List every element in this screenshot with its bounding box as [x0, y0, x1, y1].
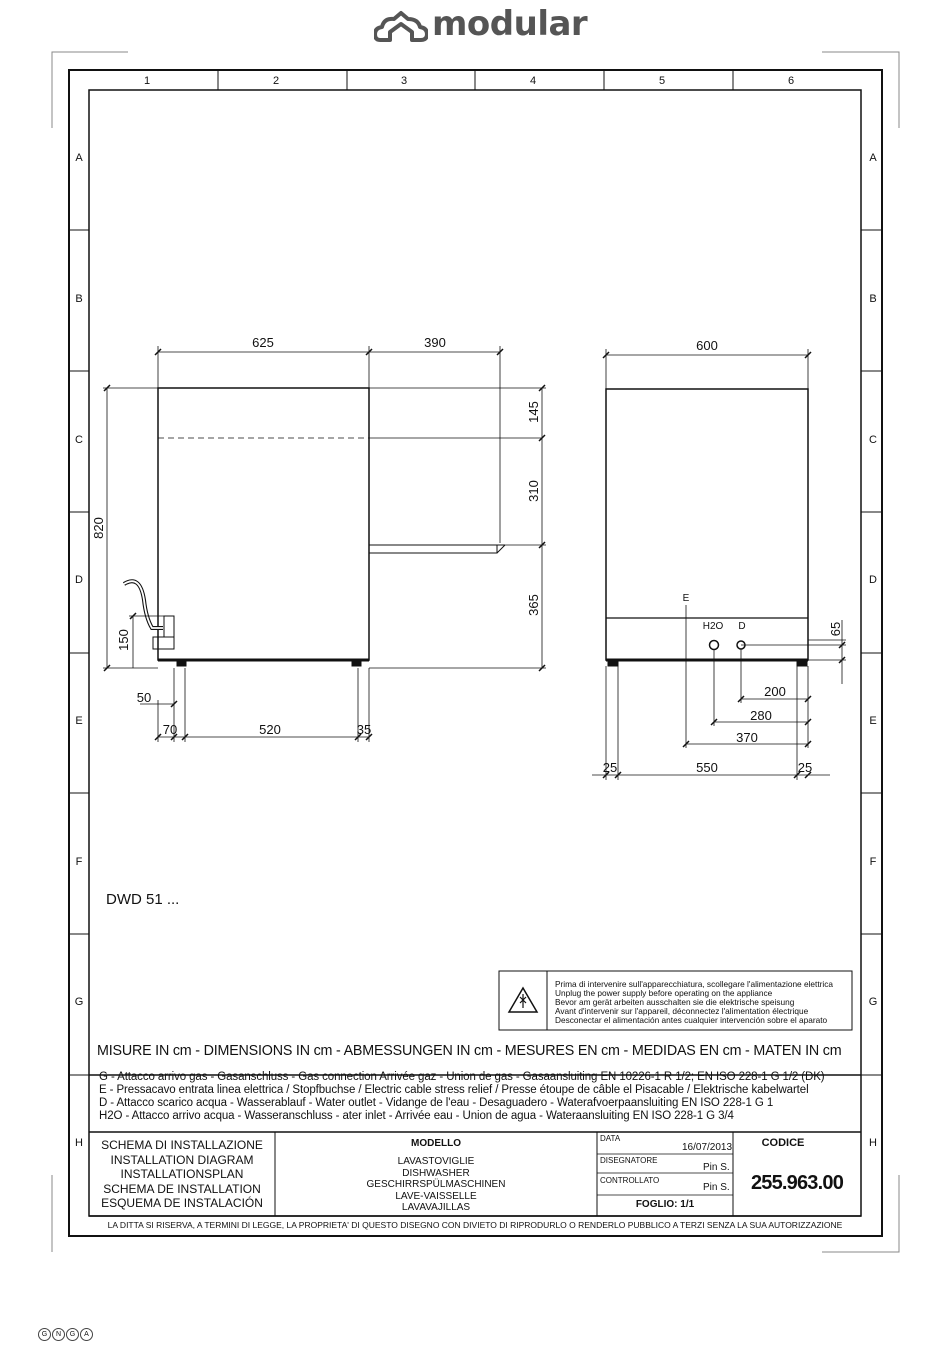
disegnatore-value: Pin S.: [703, 1162, 730, 1173]
model-label: DWD 51 ...: [106, 891, 179, 908]
warning-text: Prima di intervenire sull'apparecchiatur…: [555, 980, 833, 1025]
row-label: C: [869, 434, 877, 446]
dimension-label: 310: [526, 480, 541, 502]
dimension-label: 25: [603, 760, 617, 775]
dimension-label: 625: [252, 335, 274, 350]
column-label: 3: [401, 75, 407, 87]
units-line: MISURE IN cm - DIMENSIONS IN cm - ABMESS…: [97, 1043, 842, 1059]
dimension-label: 280: [750, 708, 772, 723]
dimension-label: 550: [696, 760, 718, 775]
column-label: 5: [659, 75, 665, 87]
dimension-label: 65: [828, 622, 843, 636]
row-label: B: [869, 293, 876, 305]
dimension-label: 820: [91, 517, 106, 539]
dimension-label: 35: [357, 722, 371, 737]
column-label: 2: [273, 75, 279, 87]
brand-logo: modular: [432, 4, 588, 44]
row-label: F: [870, 856, 877, 868]
modello-names: LAVASTOVIGLIE DISHWASHER GESCHIRRSPÜLMAS…: [277, 1156, 595, 1214]
scheme-line: INSTALLATIONSPLAN: [120, 1167, 244, 1182]
footer-mark-g: G: [38, 1328, 51, 1341]
dimension-label: 390: [424, 335, 446, 350]
warning-line: Avant d'intervenir sur l'appareil, décon…: [555, 1006, 809, 1016]
row-label: A: [869, 152, 877, 164]
dimension-label: 365: [526, 594, 541, 616]
row-label: H: [869, 1137, 877, 1149]
h2o-inlet-marker: [708, 639, 720, 651]
modello-line: LAVASTOVIGLIE: [397, 1156, 475, 1167]
row-label: B: [75, 293, 82, 305]
dimension-label: 600: [696, 338, 718, 353]
controllato-value: Pin S.: [703, 1182, 730, 1193]
warning-line: Desconectar el alimentación antes cualqu…: [555, 1015, 828, 1025]
controllato-label: CONTROLLATO: [600, 1176, 660, 1185]
footer-mark-n: N: [52, 1328, 65, 1341]
row-label: H: [75, 1137, 83, 1149]
dimension-label: 50: [137, 690, 151, 705]
cloud-house-logo-icon: [374, 11, 428, 42]
grid-ticks: [69, 70, 882, 1076]
codice-label: CODICE: [761, 1137, 805, 1149]
modello-line: LAVE-VAISSELLE: [395, 1190, 477, 1202]
dimension-label: 70: [163, 722, 177, 737]
warning-box: [498, 970, 853, 1031]
warning-triangle-icon: [507, 986, 539, 1013]
scheme-title: SCHEMA DI INSTALLAZIONE INSTALLATION DIA…: [91, 1138, 273, 1211]
modello-line: DISHWASHER: [402, 1167, 470, 1179]
connection-label-h2o: H2O: [703, 621, 724, 632]
side-view-door: [368, 544, 498, 554]
data-value: 16/07/2013: [682, 1142, 733, 1153]
dimension-label: 200: [764, 684, 786, 699]
column-label: 6: [788, 75, 794, 87]
modello-label: MODELLO: [411, 1138, 461, 1149]
data-label: DATA: [600, 1134, 621, 1143]
row-label: F: [76, 856, 83, 868]
column-label: 1: [144, 75, 150, 87]
row-label: D: [869, 574, 877, 586]
warning-line: Prima di intervenire sull'apparecchiatur…: [555, 979, 834, 989]
connection-label-d: D: [738, 621, 745, 632]
footer-mark-a: A: [80, 1328, 93, 1341]
row-label: C: [75, 434, 83, 446]
crop-marks: [51, 51, 900, 1253]
dimension-label: 25: [798, 760, 812, 775]
warning-line: Bevor am gerät arbeiten ausschalten sie …: [555, 997, 795, 1007]
row-label: G: [75, 996, 84, 1008]
row-label: E: [75, 715, 82, 727]
dimension-label: 520: [259, 722, 281, 737]
disclaimer: LA DITTA SI RISERVA, A TERMINI DI LEGGE,…: [107, 1220, 843, 1230]
column-label: 4: [530, 75, 536, 87]
footer-mark-g: G: [66, 1328, 79, 1341]
footer-marks: G N G A: [38, 1328, 93, 1341]
dimension-label: 145: [526, 401, 541, 423]
legend-line-water: H2O - Attacco arrivo acqua - Wasseransch…: [99, 1110, 734, 1122]
legend-line-gas: G - Attacco arrivo gas - Gasanschluss - …: [99, 1071, 825, 1083]
front-view-body: [605, 388, 809, 661]
connection-label-e: E: [683, 593, 690, 604]
modello-line: LAVAVAJILLAS: [401, 1202, 471, 1213]
scheme-line: SCHEMA DE INSTALLATION: [103, 1181, 261, 1196]
outer-frame: [68, 69, 883, 1237]
dimension-label: 370: [736, 730, 758, 745]
legend-line-drain: D - Attacco scarico acqua - Wasserablauf…: [99, 1097, 774, 1109]
scheme-line: INSTALLATION DIAGRAM: [110, 1152, 254, 1167]
side-view: [103, 346, 546, 742]
foglio: FOGLIO: 1/1: [635, 1199, 695, 1210]
row-label: D: [75, 574, 83, 586]
row-label: G: [869, 996, 878, 1008]
disegnatore-label: DISEGNATORE: [600, 1156, 658, 1165]
row-label: E: [869, 715, 876, 727]
codice-value: 255.963.00: [750, 1172, 844, 1194]
front-view: [592, 349, 846, 780]
modello-line: GESCHIRRSPÜLMASCHINEN: [366, 1179, 506, 1190]
side-view-body: [157, 387, 370, 661]
scheme-line: ESQUEMA DE INSTALACIÓN: [101, 1196, 263, 1211]
legend-line-electric: E - Pressacavo entrata linea elettrica /…: [99, 1084, 809, 1096]
dimension-label: 150: [116, 629, 131, 651]
scheme-line: SCHEMA DI INSTALLAZIONE: [101, 1138, 263, 1152]
row-label: A: [75, 152, 83, 164]
warning-line: Unplug the power supply before operating…: [555, 988, 773, 998]
